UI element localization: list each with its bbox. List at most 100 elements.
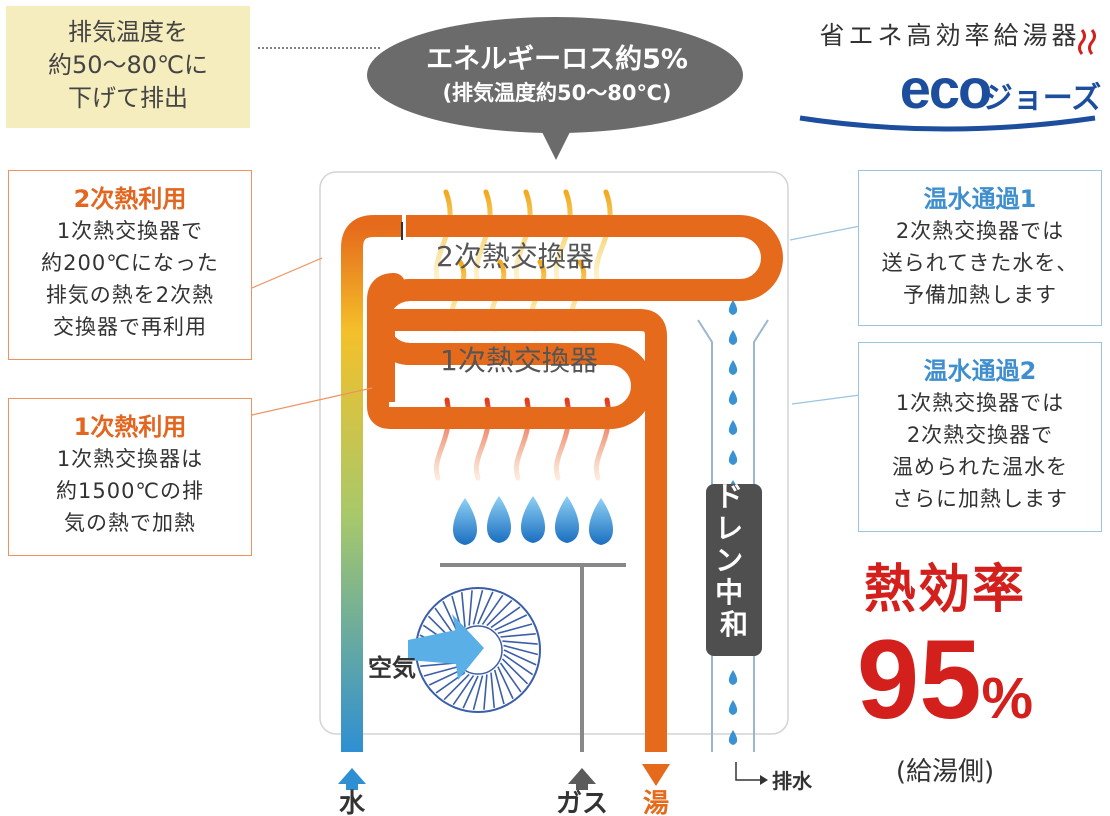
fan-blade: [502, 640, 538, 645]
energy-loss-text: エネルギーロス約5%: [426, 43, 688, 75]
secondary-heat-use-box: 2次熱利用 1次熱交換器で 約200℃になった 排気の熱を2次熱 交換器で再利用: [8, 170, 252, 360]
water-drip-icon: [728, 450, 738, 465]
box-line: 送られてきた水を、: [881, 251, 1079, 275]
fan-blade: [486, 599, 513, 627]
water-label: 水: [339, 789, 366, 816]
burner-flames: [452, 496, 614, 545]
box-line: 予備加熱します: [903, 283, 1057, 307]
secondary-exchanger-label: 2次熱交換器: [436, 240, 594, 273]
box-line: 2次熱交換器では: [895, 219, 1065, 243]
fan-blade: [493, 669, 505, 705]
water-in-arrow-icon: [338, 768, 366, 790]
water-drip-icon: [728, 330, 738, 345]
orange-leader-lines: [251, 257, 373, 416]
box-line: 1次熱交換器は: [56, 447, 204, 471]
svg-text:ジョーズ: ジョーズ: [983, 81, 1102, 116]
drain-drips: [728, 300, 738, 745]
box-title: 温水通過1: [923, 185, 1037, 213]
fan-blade: [468, 590, 473, 626]
hot-water-label: 湯: [643, 789, 669, 816]
box-line: 1次熱交換器で: [56, 219, 204, 243]
box-line: 1次熱交換器では: [895, 391, 1065, 415]
fan-blade: [477, 591, 494, 625]
efficiency-unit: %: [981, 666, 1034, 731]
water-drip-icon: [728, 670, 738, 685]
secondary-coil-link: [373, 309, 667, 752]
air-label: 空気: [368, 654, 416, 682]
drain-char-1: ド: [715, 480, 743, 513]
exhaust-note-line: 下げて排出: [68, 84, 188, 112]
water-drip-icon: [728, 700, 738, 715]
water-drip-icon: [728, 730, 738, 745]
fan-blade: [503, 649, 537, 666]
water-drip-icon: [728, 360, 738, 375]
energy-loss-bubble: [367, 17, 743, 133]
fan-blade: [462, 675, 479, 709]
cold-water-pipe: [341, 215, 402, 752]
energy-loss-subtext: (排気温度約50～80℃): [442, 81, 671, 105]
fan-blade: [423, 665, 459, 677]
svg-text:eco: eco: [900, 57, 991, 120]
fan-blade: [460, 592, 466, 628]
fan-blade: [497, 623, 533, 635]
thermal-efficiency: 熱効率 95% (給湯側): [820, 560, 1070, 788]
blue-leader-lines: [789, 225, 861, 405]
box-title: 1次熱利用: [73, 413, 187, 441]
brand-caption: 省エネ高効率給湯器: [819, 21, 1080, 50]
fan-blade: [443, 673, 470, 701]
box-line: 約1500℃の排: [55, 479, 205, 503]
fan-blade: [501, 658, 529, 685]
fan-blade: [452, 675, 475, 706]
box-line: さらに加熱します: [892, 487, 1068, 511]
exhaust-note-line: 約50～80℃に: [47, 51, 209, 79]
box-line: 気の熱で加熱: [64, 511, 196, 535]
drain-arrow-icon: [735, 762, 760, 781]
efficiency-note: (給湯側): [895, 757, 995, 787]
exhaust-note-line: 排気温度を: [68, 18, 188, 46]
drain-char-5: 和: [720, 608, 748, 641]
water-drip-icon: [728, 420, 738, 435]
box-title: 温水通過2: [923, 357, 1037, 385]
primary-exchanger-label: 1次熱交換器: [440, 344, 598, 377]
drain-neutralizer-label: ド レ ン 中 和: [715, 480, 753, 641]
fan-blade: [428, 669, 462, 686]
drain-char-4: 中: [715, 576, 743, 609]
eco-jozu-logo: 省エネ高効率給湯器 eco ジョーズ: [799, 21, 1102, 132]
drain-char-2: レ: [715, 512, 743, 545]
box-line: 温められた温水を: [892, 455, 1068, 479]
drainage-label: 排水: [772, 769, 813, 793]
efficiency-label: 熱効率: [863, 560, 1026, 620]
efficiency-value-wrap: 95%: [820, 624, 1070, 755]
water-pass-2-box: 温水通過2 1次熱交換器では 2次熱交換器で 温められた温水を さらに加熱します: [858, 342, 1102, 532]
fan-blade: [500, 632, 536, 638]
fan-blade: [420, 662, 456, 668]
box-title: 2次熱利用: [73, 185, 187, 213]
primary-coil: [367, 279, 411, 365]
box-line: 約200℃になった: [41, 251, 219, 275]
energy-loss-bubble-tail: [540, 128, 572, 160]
box-line: 排気の熱を2次熱: [45, 283, 215, 307]
water-drip-icon: [728, 390, 738, 405]
fan-blade: [472, 589, 484, 625]
drain-char-3: ン: [715, 544, 743, 577]
fan-blade: [481, 594, 504, 625]
fan-blade: [483, 674, 488, 710]
water-drip-icon: [728, 300, 738, 315]
drain-neutralizer-box: [706, 484, 762, 656]
box-line: 2次熱交換器で: [906, 423, 1054, 447]
fan-blade: [494, 614, 528, 631]
fan-blade: [503, 644, 539, 656]
primary-heat-use-box: 1次熱利用 1次熱交換器は 約1500℃の排 気の熱で加熱: [8, 398, 252, 556]
fan-blade: [497, 666, 514, 700]
gas-label: ガス: [556, 789, 608, 816]
fan-blade: [499, 662, 522, 693]
water-pass-1-box: 温水通過1 2次熱交換器では 送られてきた水を、 予備加熱します: [858, 170, 1102, 326]
box-line: 交換器で再利用: [53, 315, 207, 339]
fan-blade: [490, 672, 496, 708]
efficiency-value: 95: [856, 617, 982, 742]
hot-water-arrow-icon: [642, 764, 670, 786]
exhaust-temp-note: 排気温度を 約50～80℃に 下げて排出: [6, 6, 250, 128]
fan-blade: [503, 653, 534, 676]
fan-blade: [490, 606, 521, 629]
